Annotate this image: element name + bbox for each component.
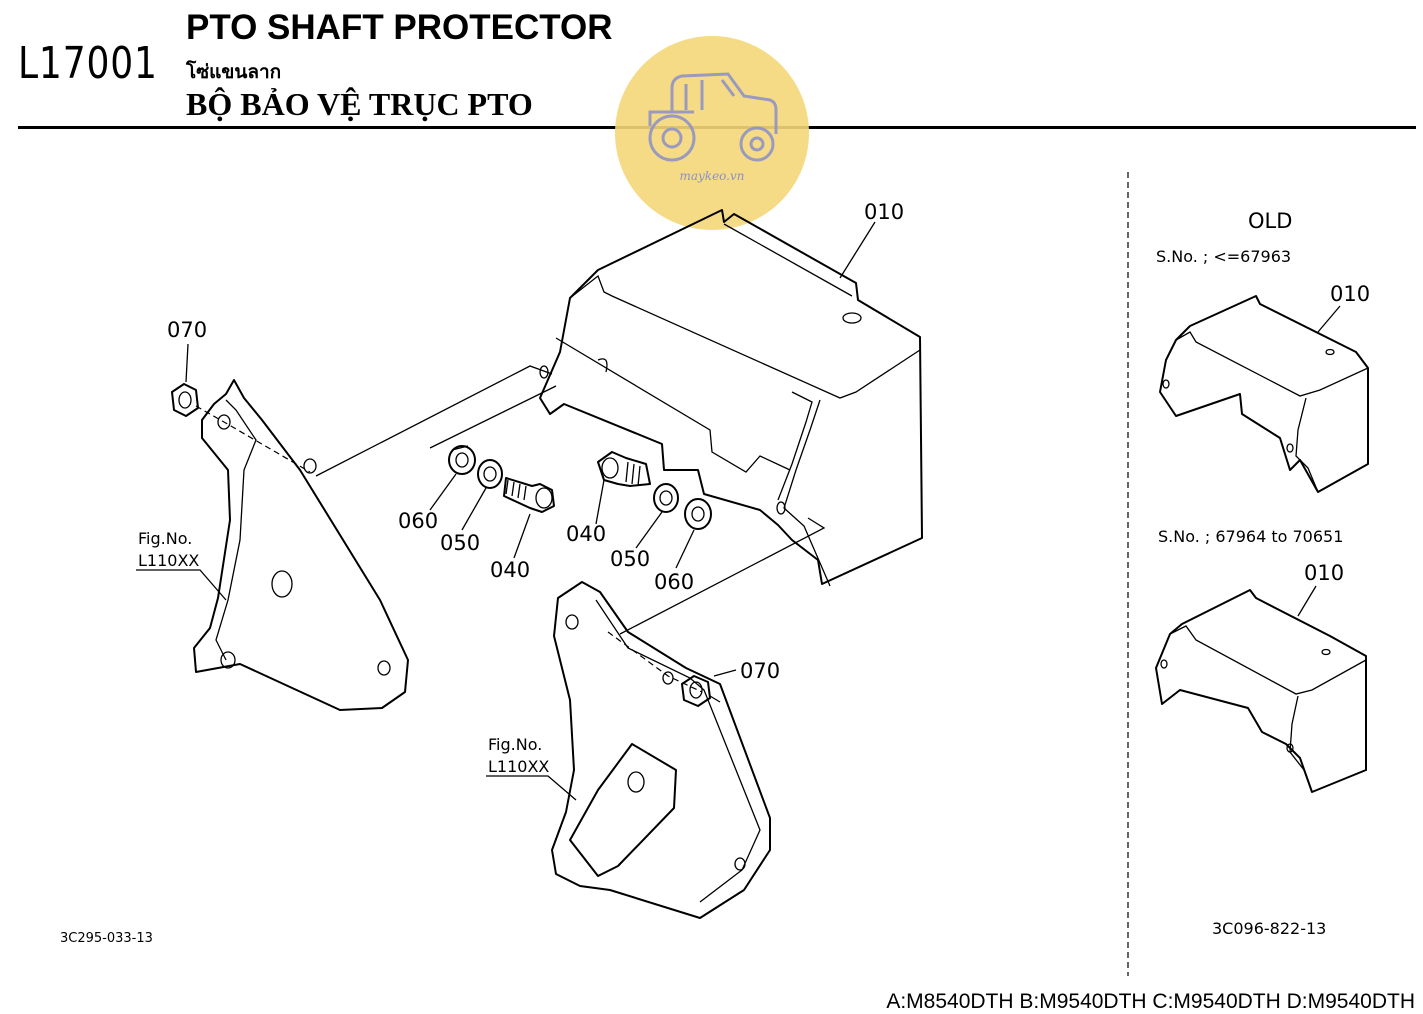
fig-ref-left-line1: Fig.No. <box>138 529 192 548</box>
applicable-models: A:M8540DTH B:M9540DTH C:M9540DTH D:M9540… <box>886 990 1415 1013</box>
fig-ref-left-line2: L110XX <box>138 551 199 570</box>
right-hardware <box>597 451 721 707</box>
bolt-040-left <box>503 477 555 513</box>
drawing-code-old: 3C096-822-13 <box>1212 919 1326 938</box>
watermark: maykeo.vn <box>615 36 809 230</box>
bolt-040-right <box>597 451 651 487</box>
old-title: OLD <box>1248 209 1292 233</box>
callout-040-right: 040 <box>566 522 606 546</box>
fig-ref-right-line2: L110XX <box>488 757 549 776</box>
callout-070-left: 070 <box>167 318 207 342</box>
washer-060-right <box>684 498 712 530</box>
old-cover-variant-2 <box>1155 589 1367 793</box>
old-serial-1: S.No. ; <=67963 <box>1156 247 1291 266</box>
page-code: L17001 <box>18 38 158 89</box>
tractor-icon <box>648 72 778 162</box>
washer-050-right <box>653 483 679 513</box>
callout-060-left: 060 <box>398 509 438 533</box>
old-parts-panel: OLD S.No. ; <=67963 010 S.No. ; 67964 to… <box>1155 209 1370 938</box>
old-serial-2: S.No. ; 67964 to 70651 <box>1158 527 1343 546</box>
drawing-code-main: 3C295-033-13 <box>60 931 153 946</box>
watermark-text: maykeo.vn <box>679 169 744 183</box>
page-title-english: PTO SHAFT PROTECTOR <box>186 8 613 47</box>
fig-ref-right-line1: Fig.No. <box>488 735 542 754</box>
left-bracket-plate <box>193 365 557 711</box>
callout-050-right: 050 <box>610 547 650 571</box>
washer-050-left <box>477 459 503 489</box>
leader-lines <box>136 221 876 801</box>
page-title-vietnamese: BỘ BẢO VỆ TRỤC PTO <box>186 86 533 122</box>
old-cover-variant-1 <box>1159 295 1369 493</box>
callout-010-main: 010 <box>864 200 904 224</box>
page-title-thai: โซ่แขนลาก <box>186 61 282 83</box>
nut-070-right <box>662 671 711 707</box>
right-bracket-plate <box>551 517 826 919</box>
left-hardware <box>171 383 555 513</box>
callout-060-right: 060 <box>654 570 694 594</box>
old-callout-010-a: 010 <box>1330 282 1370 306</box>
old-callout-010-b: 010 <box>1304 561 1344 585</box>
callout-050-left: 050 <box>440 531 480 555</box>
callout-070-right: 070 <box>740 659 780 683</box>
washer-060-left <box>448 445 476 475</box>
nut-070-left <box>171 383 199 417</box>
callout-040-left: 040 <box>490 558 530 582</box>
watermark-circle <box>615 36 809 230</box>
